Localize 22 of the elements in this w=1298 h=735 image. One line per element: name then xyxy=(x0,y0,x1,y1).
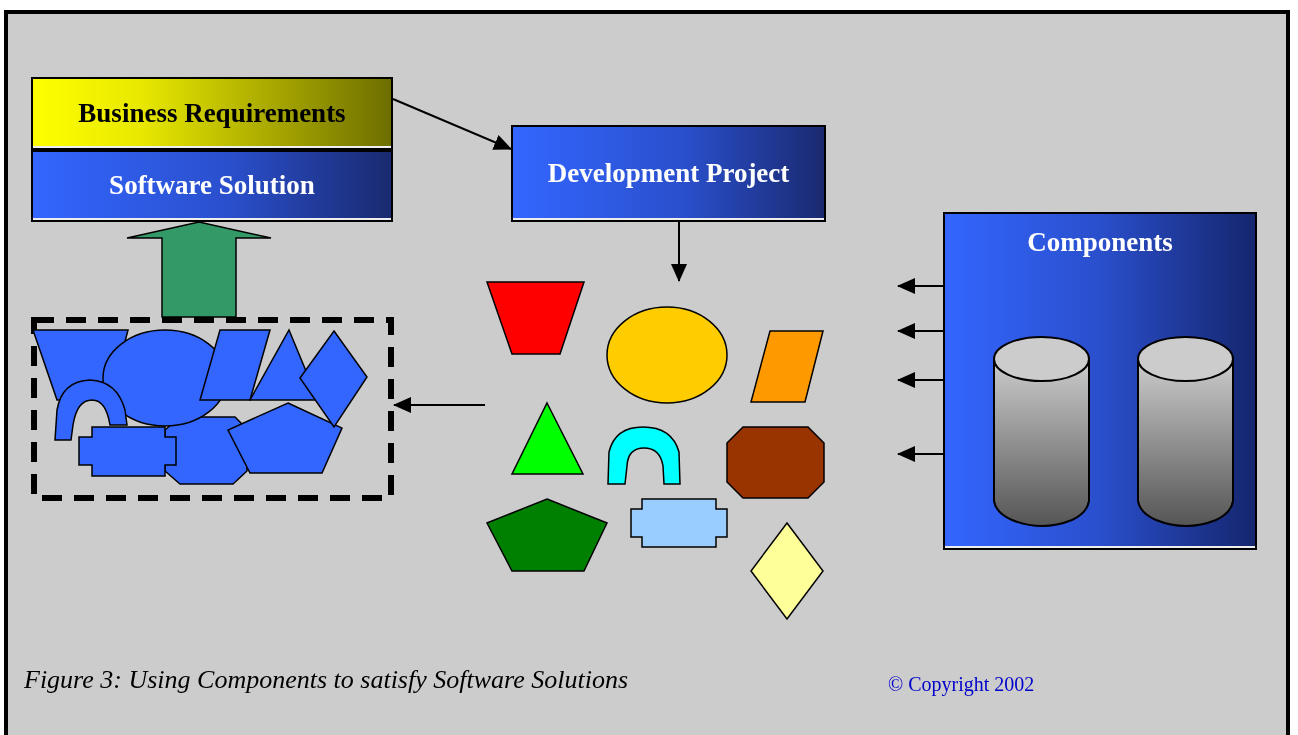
figure-caption: Figure 3: Using Components to satisfy Software Solutions xyxy=(24,665,629,695)
components-panel xyxy=(943,212,1257,550)
shapes-drawing xyxy=(485,281,826,621)
arrow xyxy=(897,323,944,339)
arrow xyxy=(897,372,944,388)
arrow xyxy=(393,397,486,413)
solution-box xyxy=(31,150,393,222)
arrow xyxy=(897,278,944,294)
node-label: Components xyxy=(1027,226,1173,259)
arrow xyxy=(671,221,687,282)
block-arrow xyxy=(126,221,272,318)
project-box xyxy=(511,125,826,222)
node-label: Business Requirements xyxy=(78,96,346,130)
node-label: Development Project xyxy=(547,156,790,190)
dashed-box xyxy=(31,317,394,501)
arrow xyxy=(392,98,512,150)
arrow xyxy=(897,446,944,462)
database-cylinder xyxy=(992,335,1091,528)
requirements-box xyxy=(31,77,393,150)
copyright-note: © Copyright 2002 xyxy=(888,673,1035,696)
node-label: Software Solution xyxy=(109,169,315,203)
database-cylinder xyxy=(1136,335,1235,528)
